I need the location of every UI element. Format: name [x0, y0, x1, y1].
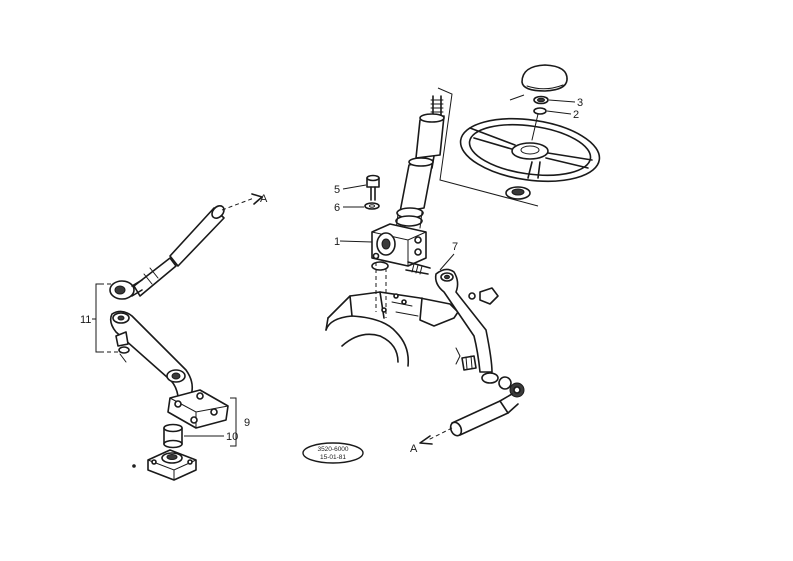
callout-3: 3 — [548, 97, 583, 109]
svg-text:3: 3 — [577, 97, 583, 109]
washer — [364, 202, 380, 210]
callout-10: 10 — [184, 431, 238, 443]
svg-text:1: 1 — [334, 236, 340, 248]
drawing-stamp: 3520-6000 15-01-81 — [302, 442, 364, 464]
arm-flange — [167, 389, 229, 429]
svg-text:10: 10 — [226, 431, 238, 443]
spacer-bushing — [163, 423, 183, 449]
svg-text:5: 5 — [334, 184, 340, 196]
arrow-a-top: A — [221, 193, 268, 211]
pitman-arm — [434, 268, 525, 398]
callout-5: 5 — [334, 184, 367, 196]
stamp-line-1: 3520-6000 — [317, 446, 348, 453]
svg-text:2: 2 — [573, 109, 579, 121]
tie-rod — [109, 205, 225, 300]
svg-text:9: 9 — [244, 417, 250, 429]
arrow-a-bottom: A — [410, 427, 453, 455]
callout-11: 11 — [80, 283, 118, 353]
mounting-bolt — [366, 174, 380, 201]
drag-link-rod — [449, 393, 519, 437]
stamp-line-2: 15-01-81 — [320, 454, 346, 461]
arrow-a-bottom-label: A — [410, 443, 418, 455]
callout-1: 1 — [334, 236, 373, 248]
assembly-boundary — [437, 87, 539, 207]
svg-text:11: 11 — [80, 314, 91, 326]
front-axle-housing — [325, 262, 459, 367]
callout-6: 6 — [334, 202, 364, 214]
svg-text:7: 7 — [452, 241, 458, 253]
callout-9: 9 — [230, 397, 250, 447]
arrow-a-top-label: A — [260, 193, 268, 205]
steering-arm — [109, 310, 194, 399]
steering-gearbox — [371, 223, 431, 275]
kingpin-housing — [132, 449, 197, 481]
svg-text:6: 6 — [334, 202, 340, 214]
steering-wheel — [459, 117, 601, 200]
steering-column — [395, 95, 445, 231]
callout-7: 7 — [439, 241, 458, 271]
callout-2: 2 — [546, 109, 579, 121]
horn-cap — [521, 64, 568, 141]
